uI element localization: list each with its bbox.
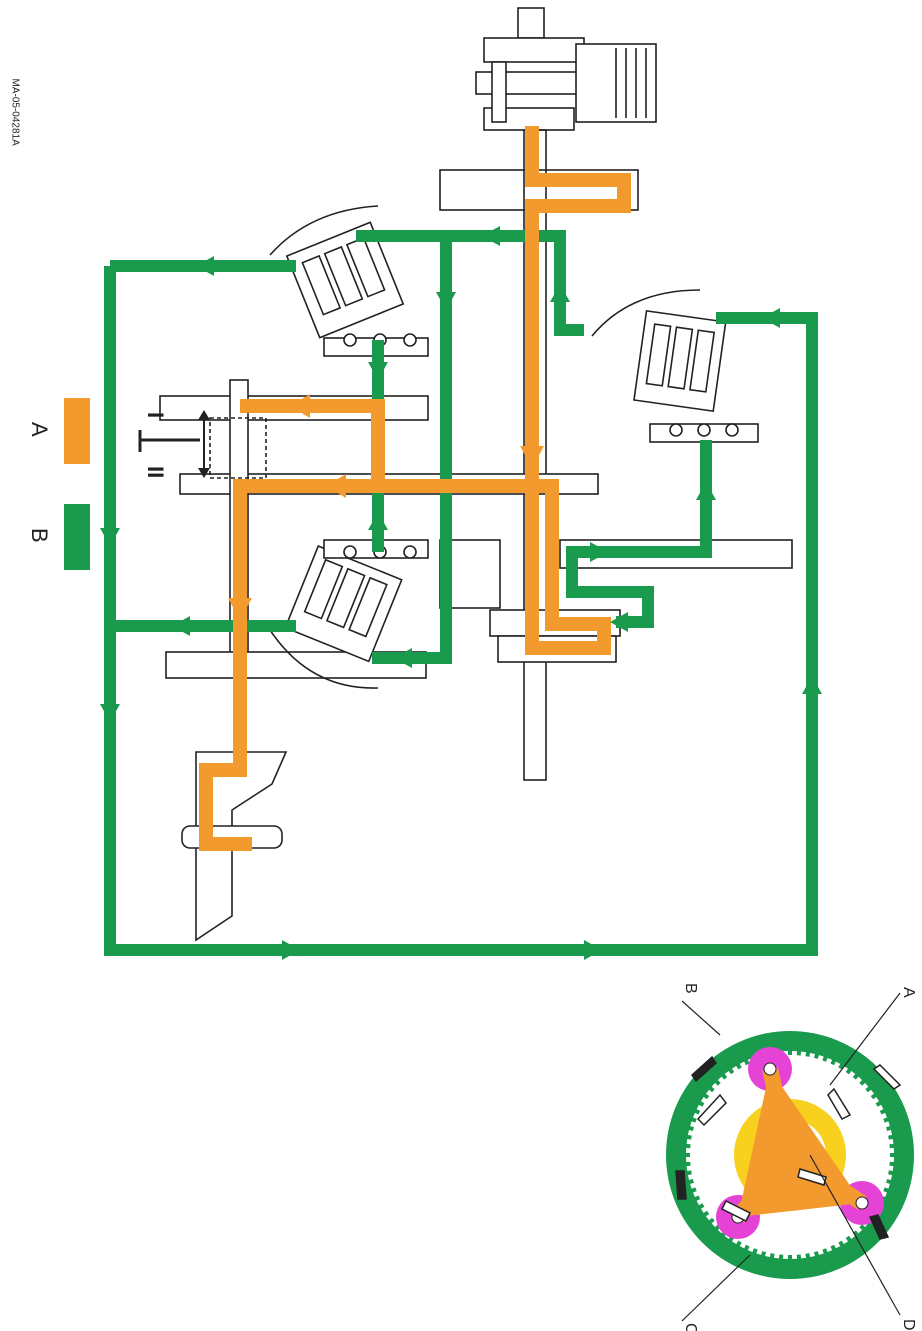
- arrow-b-center-top: [368, 362, 388, 380]
- arrow-b-right-vertical: [696, 482, 716, 500]
- legend-key-b: B: [27, 528, 52, 543]
- legend: A B: [27, 398, 90, 570]
- input-shaft: [518, 8, 544, 38]
- arrow-b-inner-down: [436, 292, 456, 310]
- arrow-b-right-up: [802, 676, 822, 694]
- motor-right: [634, 311, 726, 411]
- range-label-two: II: [143, 466, 168, 478]
- arrow-b-bottom-1: [282, 940, 300, 960]
- gear-label-d: D: [900, 1319, 917, 1331]
- arrow-b-center-bottom: [368, 512, 388, 530]
- arrow-b-left-lower: [172, 616, 190, 636]
- arrow-b-upper-up: [550, 284, 570, 302]
- legend-swatch-b: [64, 504, 90, 570]
- ring-tooth: [684, 1162, 690, 1167]
- gear-label-a: A: [900, 987, 917, 998]
- machine-outlines: [160, 8, 792, 940]
- gear-label-b: B: [682, 983, 699, 994]
- arrow-b-right-top: [762, 308, 780, 328]
- arrow-b-upper: [482, 226, 500, 246]
- input-stub: [492, 62, 506, 122]
- ring-tooth: [890, 1153, 896, 1157]
- range-label-one: I: [143, 412, 168, 418]
- ring-tooth: [788, 1049, 792, 1055]
- ring-tooth: [788, 1255, 792, 1261]
- ring-tooth: [889, 1162, 895, 1167]
- arrow-b-left-mid: [100, 528, 120, 546]
- planet-pin: [856, 1197, 868, 1209]
- ring-tooth: [779, 1254, 784, 1260]
- input-flange: [484, 38, 584, 62]
- gear-label-c: C: [682, 1323, 699, 1331]
- arrow-b-left-top: [196, 256, 214, 276]
- planet-pin: [764, 1063, 776, 1075]
- legend-swatch-a: [64, 398, 90, 464]
- ring-tooth: [797, 1049, 802, 1055]
- ring-tooth: [684, 1153, 690, 1157]
- arrow-black-1: [676, 1171, 686, 1199]
- flow-b-right-loop: [572, 440, 706, 622]
- planetary-gear-detail: A D C B: [666, 983, 917, 1331]
- pump-lower-left: [285, 546, 401, 661]
- ring-tooth: [889, 1144, 895, 1149]
- arrow-b-left-bottom: [100, 704, 120, 722]
- arrow-b-bottom-2: [584, 940, 602, 960]
- ring-tooth: [684, 1144, 690, 1149]
- ring-tooth: [797, 1254, 802, 1260]
- legend-key-a: A: [27, 422, 52, 437]
